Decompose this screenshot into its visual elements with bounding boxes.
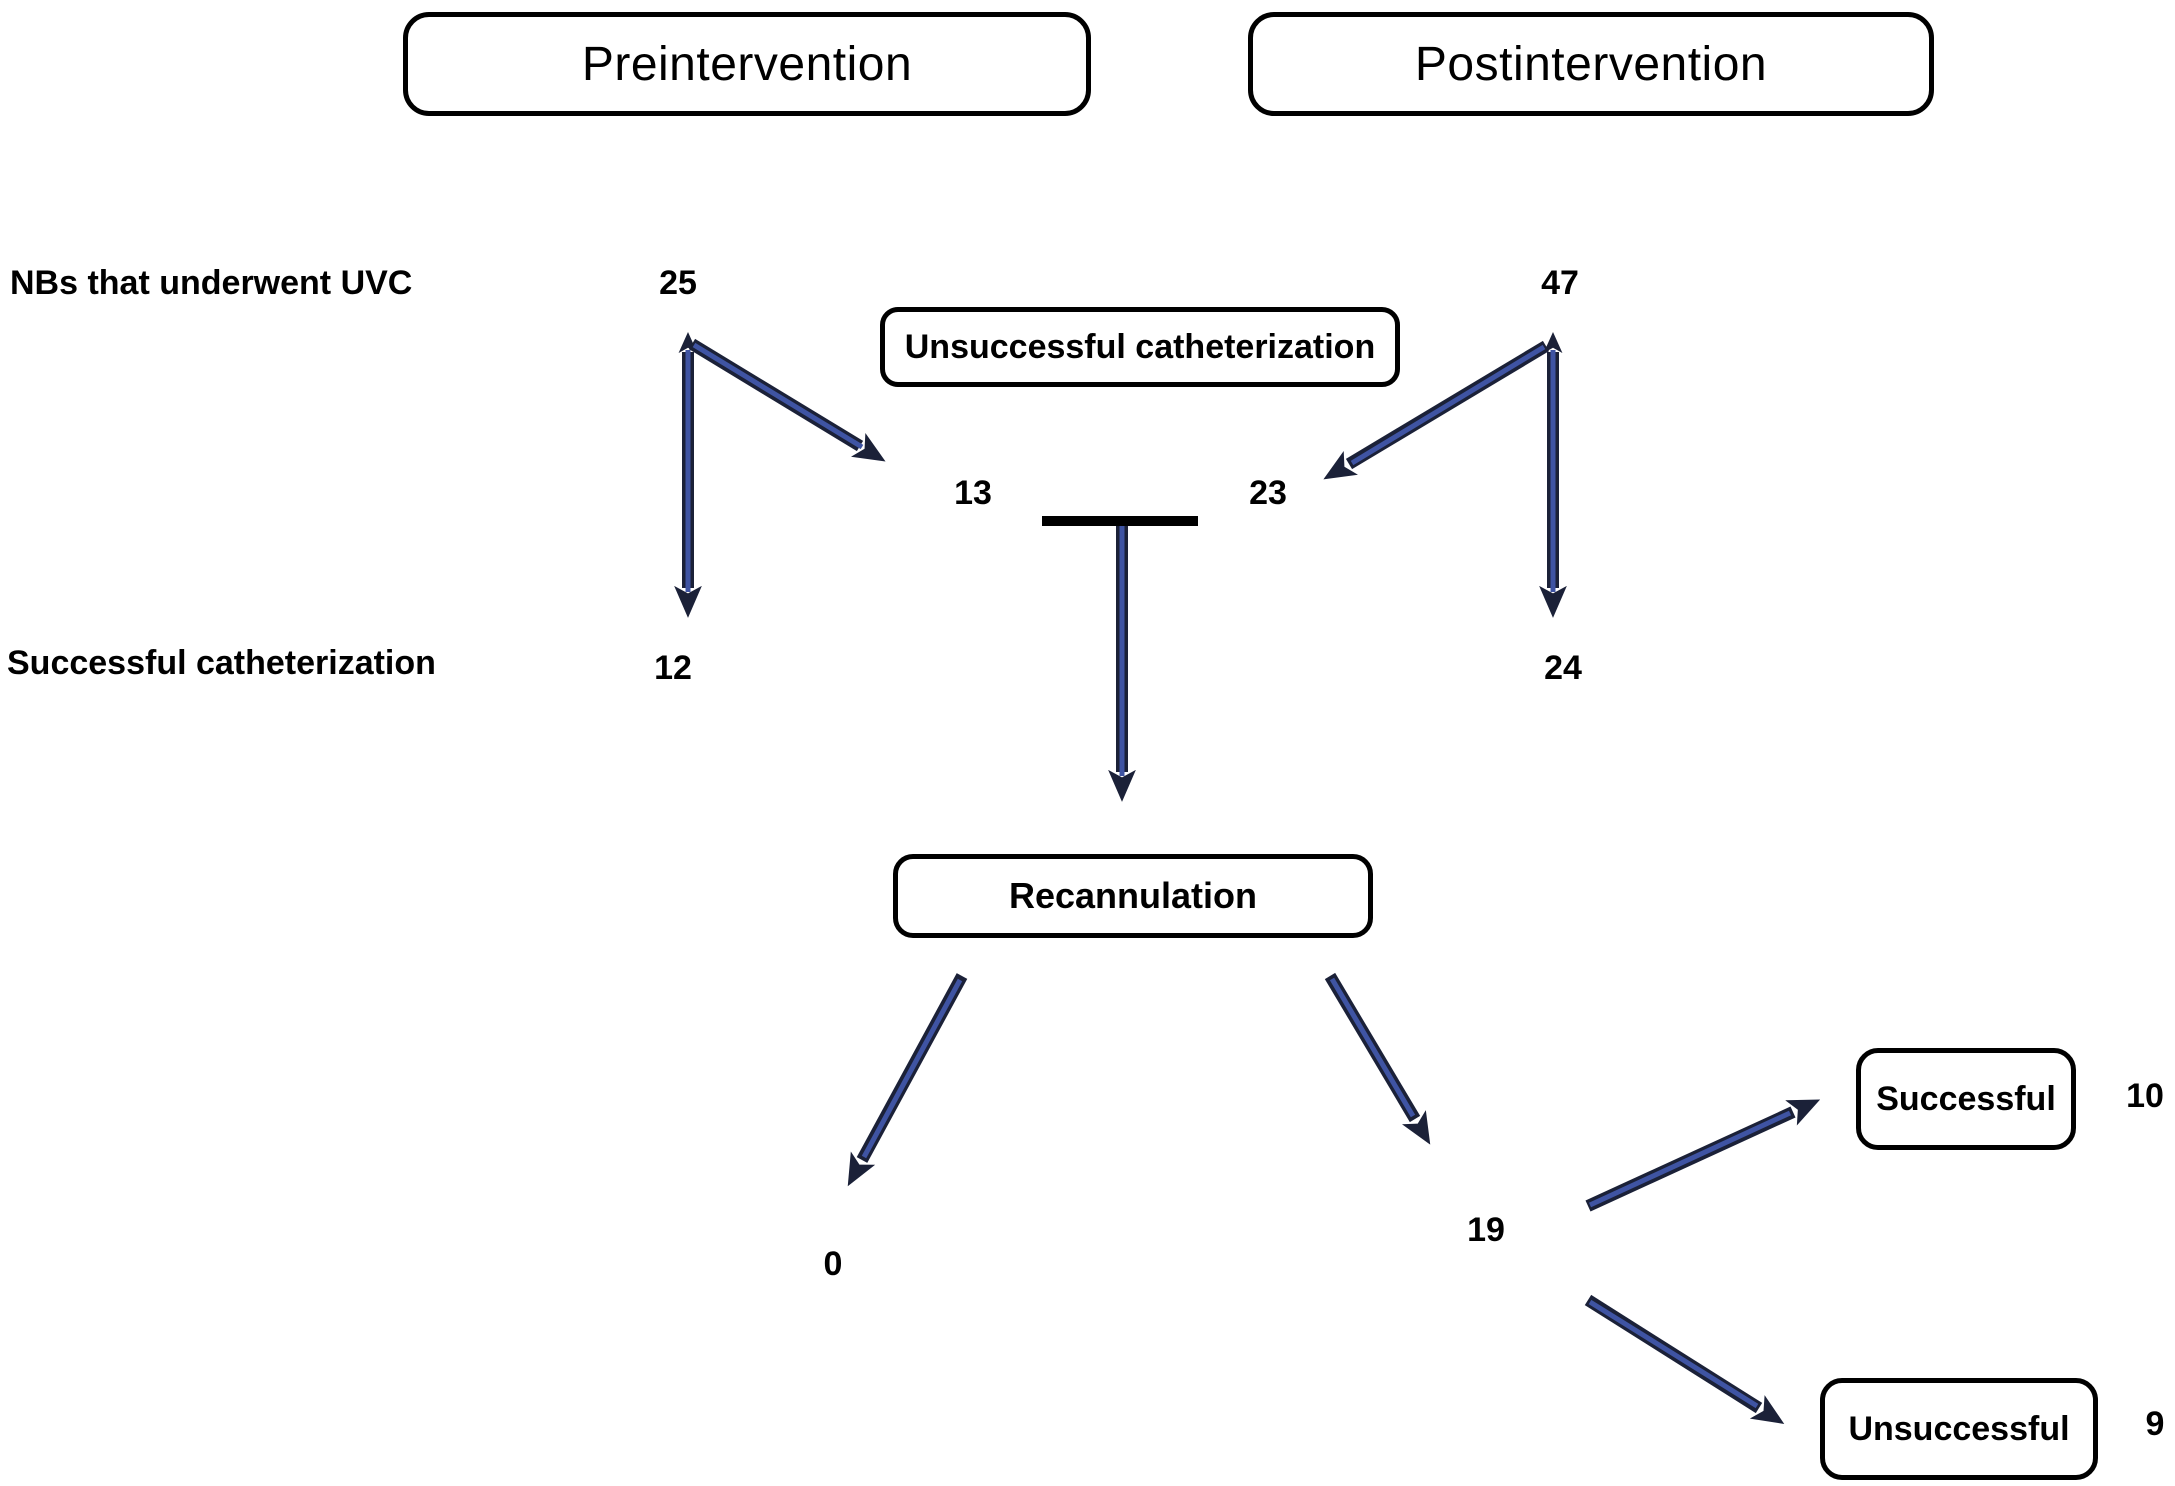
recann-unsuccessful-label: Unsuccessful [1848,1409,2070,1448]
value-recann-failure: 9 [2145,1405,2165,1443]
recannulation-label: Recannulation [1008,875,1258,916]
postintervention-header-box: Postintervention [1248,12,1934,116]
preintervention-label: Preintervention [581,37,913,91]
unsuccessful-catheterization-label: Unsuccessful catheterization [904,327,1376,366]
unsuccessful-catheterization-box: Unsuccessful catheterization [880,307,1400,387]
arrow-19-to-unsuccessful [1584,1294,1785,1424]
recann-unsuccessful-box: Unsuccessful [1820,1378,2098,1480]
arrow-pre-underwent-to-unsuccessful [688,338,886,462]
recann-successful-label: Successful [1876,1079,2056,1118]
value-recann-post: 19 [1467,1211,1505,1249]
preintervention-header-box: Preintervention [403,12,1091,116]
value-recann-pre: 0 [823,1245,843,1283]
recannulation-box: Recannulation [893,854,1373,938]
arrow-recannulation-to-post-count [1324,972,1431,1145]
value-recann-success: 10 [2126,1077,2164,1115]
value-post-successful: 24 [1544,649,1582,687]
arrow-19-to-successful [1585,1099,1821,1212]
value-post-unsuccessful: 23 [1249,474,1287,512]
value-pre-underwent: 25 [659,264,697,302]
row-label-underwent-uvc: NBs that underwent UVC [10,264,413,302]
value-post-underwent: 47 [1541,264,1579,302]
value-pre-unsuccessful: 13 [954,474,992,512]
recann-successful-box: Successful [1856,1048,2076,1150]
row-label-successful-catheterization: Successful catheterization [7,644,436,682]
arrow-post-underwent-to-unsuccessful [1323,340,1550,480]
arrow-recannulation-to-pre-count [847,973,968,1187]
postintervention-label: Postintervention [1414,37,1768,91]
value-pre-successful: 12 [654,649,692,687]
